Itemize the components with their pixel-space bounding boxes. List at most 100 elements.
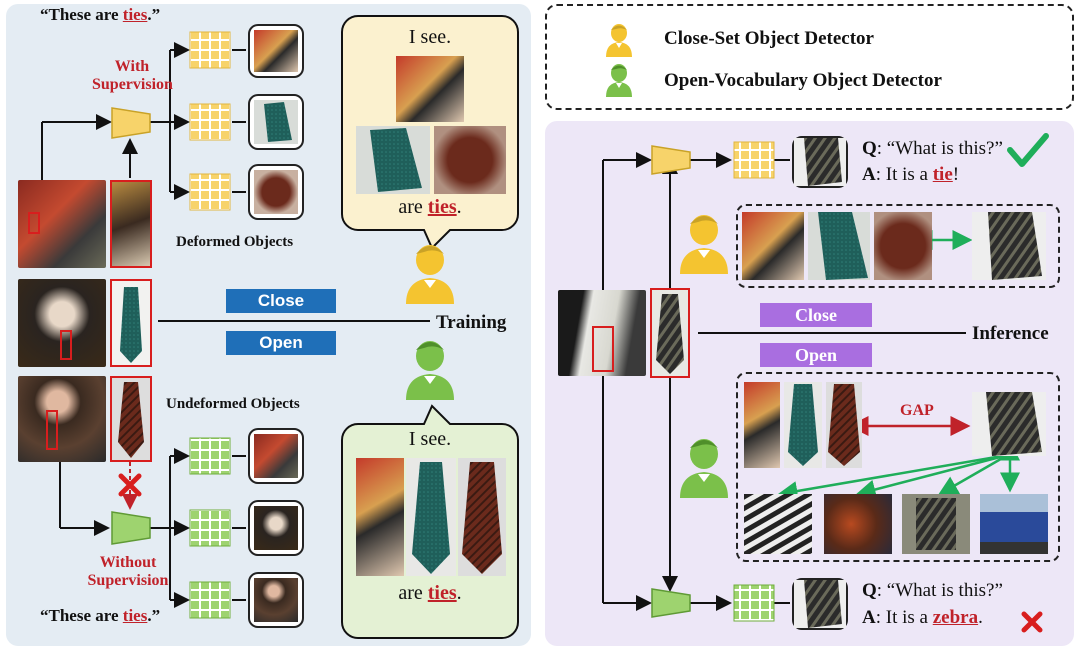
cross-icon (1021, 611, 1043, 633)
close-set-detector-icon (606, 24, 632, 57)
caption-text: . (456, 196, 462, 218)
qa-bottom-question: Q: “What is this?” (862, 580, 1003, 602)
close-set-features-box (736, 204, 1060, 288)
feature-grid (189, 31, 231, 69)
label-line: With (114, 58, 150, 75)
open-vocab-detector-icon (680, 439, 728, 498)
undeformed-objects-label: Undeformed Objects (166, 396, 300, 412)
quote-text: .” (147, 606, 161, 625)
legend-open-vocab: Open-Vocabulary Object Detector (664, 70, 942, 91)
label-line: Without (99, 554, 157, 571)
query-tie-image (972, 392, 1046, 456)
training-label: Training (436, 312, 507, 333)
red-tie-image (826, 382, 862, 468)
image-card (248, 428, 304, 484)
deformed-tie-image (254, 170, 298, 214)
confusion-arrow (855, 454, 1005, 500)
a-text: ! (952, 164, 960, 185)
quote-text: “These are (40, 606, 123, 625)
tie-crop (110, 180, 152, 268)
quote-top: “These are ties.” (40, 5, 160, 25)
feature-grid (733, 584, 775, 622)
q-text: : “What is this?” (876, 580, 1003, 601)
close-set-detector-trapezoid (111, 107, 151, 139)
query-tie-crop (650, 288, 690, 378)
cross-icon (118, 473, 142, 497)
feature-grid (189, 103, 231, 141)
bubble-bottom-caption: are ties. (340, 582, 520, 605)
bbox (46, 410, 58, 450)
crop-card (248, 24, 304, 78)
feature-grid (189, 509, 231, 547)
crop-card (248, 164, 304, 220)
open-vocab-detector-icon (406, 341, 454, 400)
a-text: . (978, 607, 983, 628)
deformed-tie-image (742, 212, 804, 280)
bubble-top-caption: are ties. (340, 196, 520, 219)
a-text: : It is a (875, 164, 933, 185)
caption-keyword: ties (427, 196, 457, 218)
check-icon (1007, 133, 1049, 167)
answer-keyword: zebra (932, 607, 979, 628)
legend-close-set: Close-Set Object Detector (664, 28, 874, 49)
undeformed-image (254, 434, 298, 478)
quote-keyword: ties (122, 5, 148, 24)
deformed-objects-label: Deformed Objects (176, 234, 294, 250)
q-label: Q (862, 138, 877, 159)
undeformed-image (254, 506, 298, 550)
legend-box (545, 4, 1074, 110)
close-set-detector-icon (680, 215, 728, 274)
image-card (248, 500, 304, 556)
query-tie-image (972, 212, 1046, 280)
q-text: : “What is this?” (876, 138, 1003, 159)
quote-keyword: ties (122, 606, 148, 625)
training-connectors (41, 31, 430, 619)
open-button[interactable]: Open (226, 331, 336, 355)
bbox (60, 330, 72, 360)
caption-text: are (398, 582, 428, 604)
open-vocab-detector-trapezoid (651, 588, 691, 618)
bubble-bottom-title: I see. (408, 428, 452, 450)
quote-text: .” (147, 5, 161, 24)
quote-bottom: “These are ties.” (40, 606, 160, 626)
query-card (792, 136, 848, 188)
striped-object-image (902, 494, 970, 554)
bubble-image-green-tie (356, 126, 430, 194)
qa-top-question: Q: “What is this?” (862, 138, 1003, 160)
feature-grid (733, 141, 775, 179)
bubble-image-red-tie (434, 126, 506, 194)
bubble-image-red-tie (458, 458, 506, 576)
qa-bottom-answer: A: It is a zebra. (862, 607, 983, 629)
confusion-arrow (777, 454, 1003, 501)
without-supervision-label: Without Supervision (80, 554, 176, 590)
label-line: Supervision (92, 76, 173, 93)
close-set-detector-trapezoid (651, 145, 691, 175)
image-card (248, 572, 304, 628)
inference-image (558, 290, 646, 376)
label-line: Supervision (87, 572, 169, 589)
crop-card (248, 94, 304, 150)
zebra-image (744, 494, 812, 554)
training-image (18, 376, 106, 462)
qa-top-answer: A: It is a tie! (862, 164, 959, 186)
quote-text: “These are (40, 5, 123, 24)
deformed-tie-image (744, 382, 780, 468)
open-vocab-features-box (736, 372, 1060, 562)
bubble-image-deformed-tie (356, 458, 404, 576)
caption-text: . (456, 582, 462, 604)
training-image (18, 279, 106, 367)
open-button[interactable]: Open (760, 343, 872, 367)
feature-grid (189, 581, 231, 619)
bbox (592, 326, 614, 372)
query-tie-image (794, 580, 846, 628)
feature-grid (189, 173, 231, 211)
animal-image (824, 494, 892, 554)
bubble-image-deformed-tie (396, 56, 464, 122)
green-tie-image (808, 212, 870, 280)
deformed-tie-image (254, 30, 298, 72)
close-button[interactable]: Close (760, 303, 872, 327)
gap-label: GAP (900, 402, 934, 419)
truck-image (980, 494, 1048, 554)
red-tie-image (874, 212, 932, 280)
close-button[interactable]: Close (226, 289, 336, 313)
